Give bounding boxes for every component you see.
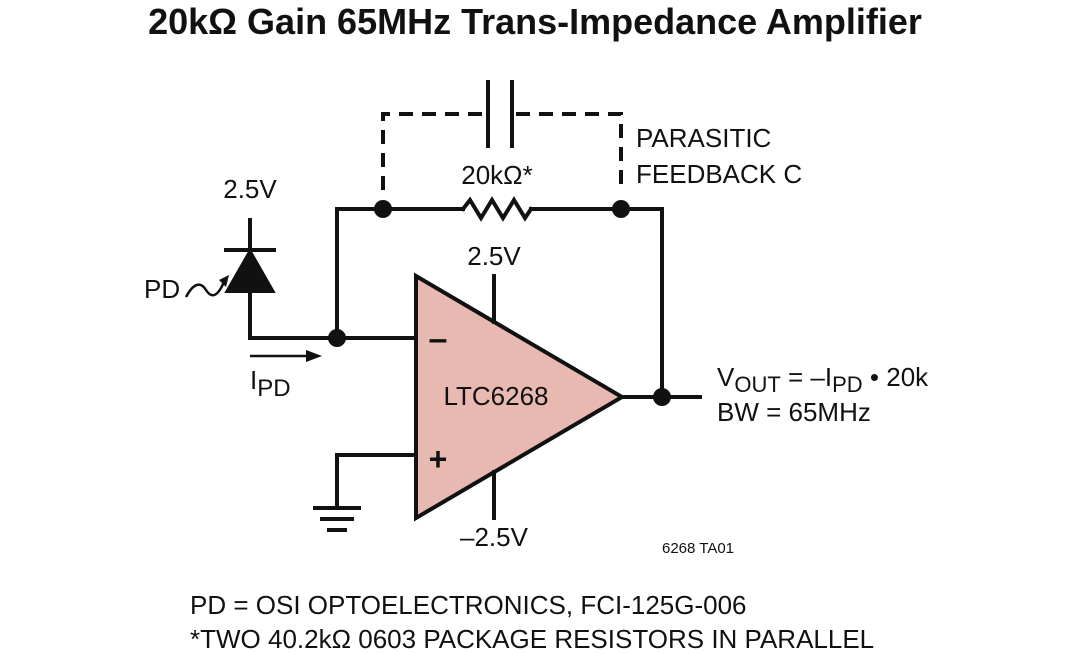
plus-input-sign: + xyxy=(429,441,448,477)
photodiode-anode-triangle xyxy=(224,247,276,293)
vout-pd-subscript: PD xyxy=(832,372,863,397)
figure-id: 6268 TA01 xyxy=(662,540,734,557)
feedback-resistor xyxy=(460,196,534,222)
neg-supply-label: –2.5V xyxy=(460,522,529,552)
vout-gain: • 20k xyxy=(863,362,929,392)
bandwidth-label: BW = 65MHz xyxy=(717,397,871,427)
pos-supply-label: 2.5V xyxy=(467,241,521,271)
parasitic-right-dashed-wire xyxy=(516,112,623,190)
photodiode-supply-label: 2.5V xyxy=(223,174,277,204)
opamp-triangle xyxy=(414,272,626,522)
node-dot-feedback-right xyxy=(612,200,630,218)
note-photodiode: PD = OSI OPTOELECTRONICS, FCI-125G-006 xyxy=(190,590,747,620)
light-arrowhead-icon xyxy=(219,275,229,287)
current-label-subscript: PD xyxy=(257,375,290,402)
diagram-title: 20kΩ Gain 65MHz Trans-Impedance Amplifie… xyxy=(148,1,922,42)
parasitic-left-dashed-wire xyxy=(381,112,484,190)
vout-equals: = –I xyxy=(781,362,832,392)
node-dot-output xyxy=(653,388,671,406)
vout-out-subscript: OUT xyxy=(734,372,780,397)
output-equation: VOUT = –IPD • 20k xyxy=(717,362,929,397)
current-arrow-head xyxy=(306,350,322,362)
node-dot-feedback-left xyxy=(374,200,392,218)
current-label-main: I xyxy=(250,365,257,395)
current-label: IPD xyxy=(250,365,291,402)
feedback-resistor-label: 20kΩ* xyxy=(461,160,532,190)
note-resistor: *TWO 40.2kΩ 0603 PACKAGE RESISTORS IN PA… xyxy=(190,624,874,654)
plus-input-ground-wire xyxy=(335,453,418,510)
photodiode-label: PD xyxy=(144,274,180,304)
minus-input-sign: – xyxy=(429,320,448,358)
parasitic-label-line1: PARASITIC xyxy=(636,123,771,153)
parasitic-label-line2: FEEDBACK C xyxy=(636,159,802,189)
vout-v: V xyxy=(717,362,735,392)
opamp-label: LTC6268 xyxy=(443,381,548,411)
light-squiggle-icon xyxy=(184,281,226,298)
node-dot-inverting xyxy=(328,329,346,347)
